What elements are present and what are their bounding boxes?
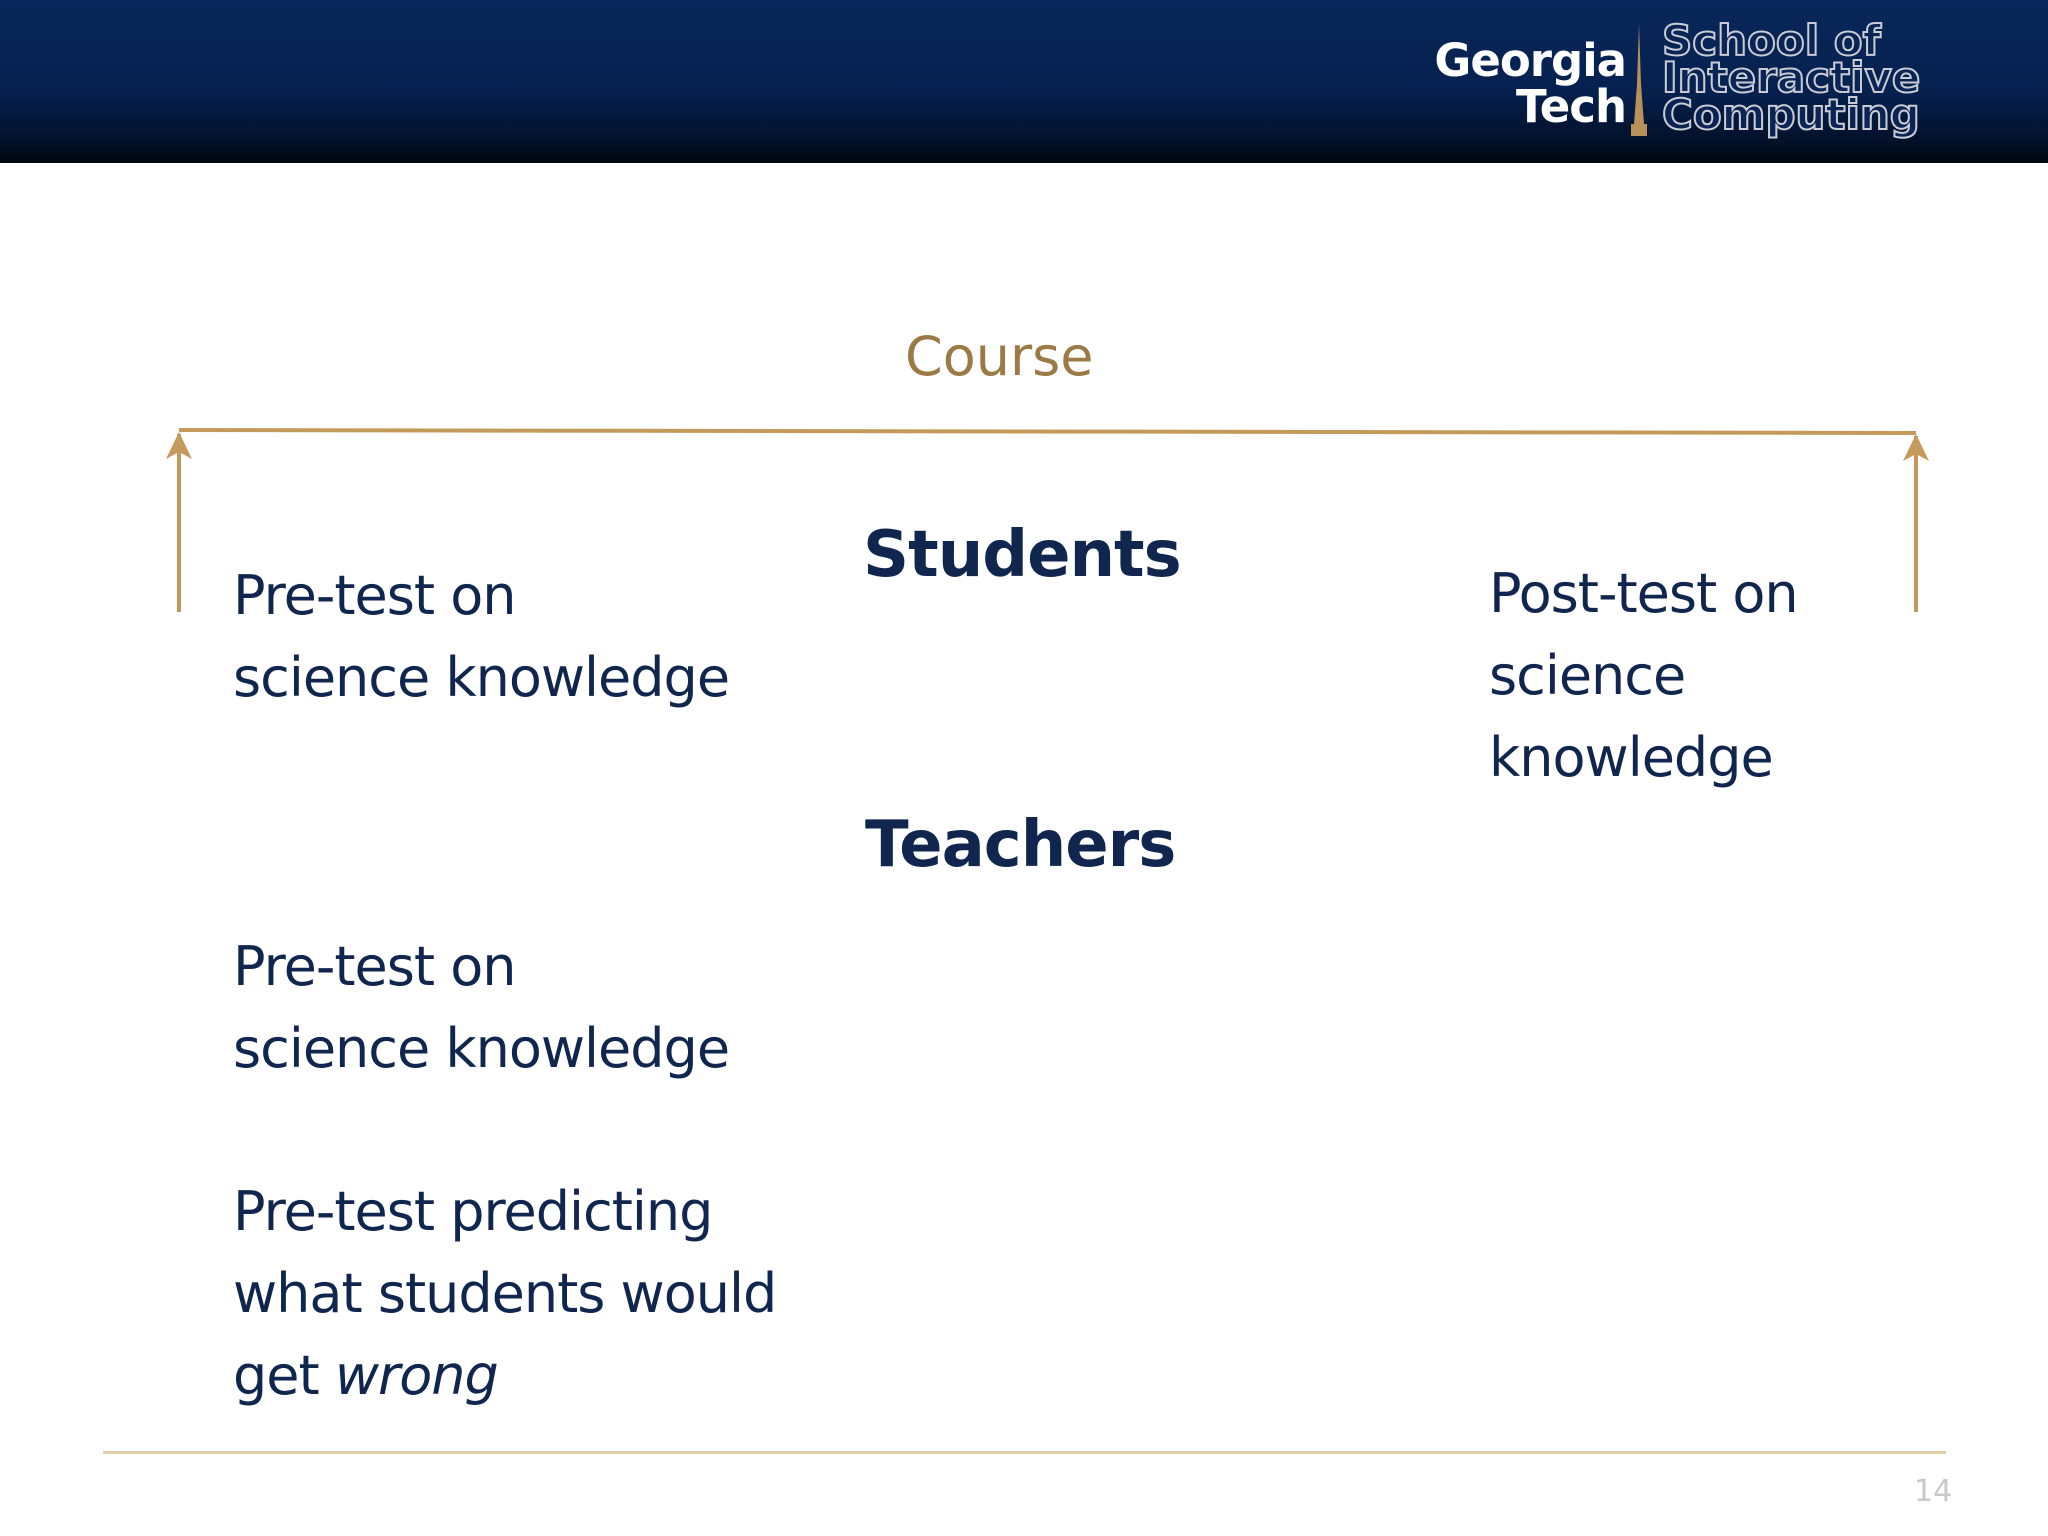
teachers-pretest-predicting-text: Pre-test predicting what students would … <box>233 1171 777 1417</box>
tech-tower-spire-icon <box>1631 24 1647 136</box>
right-up-arrow-icon <box>1903 434 1929 461</box>
logo-school-wordmark: School of Interactive Computing <box>1661 16 1921 139</box>
students-pretest-line2: science knowledge <box>233 646 730 709</box>
students-pretest-line1: Pre-test on <box>233 564 516 627</box>
georgia-tech-ic-logo: Georgia Tech School of Interactive Compu… <box>1410 16 1955 142</box>
logo-school-line3: Computing <box>1661 90 1921 139</box>
header-bar: Georgia Tech School of Interactive Compu… <box>0 0 2048 163</box>
students-pretest-text: Pre-test on science knowledge <box>233 555 730 719</box>
line3-italic-text: wrong <box>334 1344 499 1407</box>
left-up-arrow-icon <box>166 432 192 459</box>
teachers-heading: Teachers <box>865 808 1176 882</box>
students-posttest-text: Post-test on science knowledge <box>1489 553 1799 799</box>
logo-school-line1: School of <box>1661 16 1882 65</box>
logo-school-line2: Interactive <box>1661 53 1921 102</box>
teachers-pretest-predicting-line3: get wrong <box>233 1335 776 1417</box>
course-bracket <box>177 428 1918 612</box>
course-label: Course <box>905 325 1094 388</box>
students-posttest-line1: Post-test on <box>1489 562 1799 625</box>
line3-plain-text: get <box>233 1344 335 1407</box>
logo-gt-line2: Tech <box>1516 80 1627 133</box>
students-posttest-line3: knowledge <box>1489 726 1774 789</box>
teachers-pretest-knowledge-line2: science knowledge <box>233 1017 730 1080</box>
teachers-pretest-predicting-line2: what students would <box>233 1262 777 1325</box>
logo-gt-line1: Georgia <box>1434 34 1627 87</box>
logo-georgia-tech-wordmark: Georgia Tech <box>1434 38 1627 133</box>
students-posttest-line2: science <box>1489 644 1686 707</box>
page-number: 14 <box>1914 1474 1953 1509</box>
bracket-top-line <box>178 428 1917 435</box>
teachers-pretest-knowledge-line1: Pre-test on <box>233 935 516 998</box>
teachers-pretest-predicting-line1: Pre-test predicting <box>233 1180 713 1243</box>
students-heading: Students <box>863 518 1182 592</box>
course-bracket-arrows <box>166 428 1929 612</box>
footer-divider <box>103 1451 1946 1454</box>
teachers-pretest-knowledge-text: Pre-test on science knowledge <box>233 926 730 1090</box>
